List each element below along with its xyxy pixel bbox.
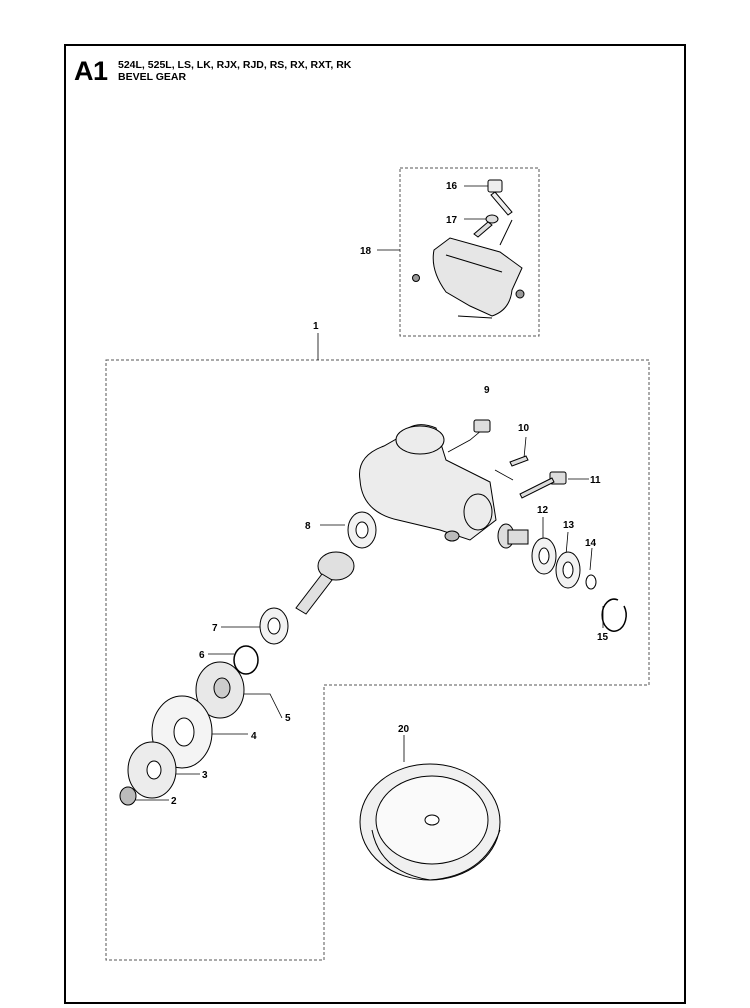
callout-14: 14 — [585, 538, 597, 549]
page-frame — [64, 44, 686, 1004]
assembly-title: BEVEL GEAR — [118, 71, 187, 83]
part-5-shape — [195, 661, 245, 719]
callout-7: 7 — [212, 623, 218, 634]
pinion-shape — [497, 523, 529, 549]
callout-15: 15 — [597, 632, 609, 643]
part-11-shape — [519, 471, 567, 499]
cover-kit-box — [399, 167, 540, 337]
callout-4: 4 — [251, 731, 257, 742]
part-7-shape — [259, 607, 289, 645]
callout-11: 11 — [590, 475, 601, 486]
part-2-shape — [119, 786, 137, 806]
part-13-shape — [555, 551, 581, 589]
part-9-shape — [473, 419, 491, 433]
callout-16: 16 — [446, 181, 458, 192]
gear-housing-shape — [359, 424, 497, 542]
callout-8: 8 — [305, 521, 311, 532]
callout-20: 20 — [398, 724, 410, 735]
part-10-shape — [509, 455, 529, 467]
callout-17: 17 — [446, 215, 458, 226]
part-15-shape — [601, 598, 627, 632]
callout-10: 10 — [518, 423, 530, 434]
callout-3: 3 — [202, 770, 208, 781]
callout-9: 9 — [484, 385, 490, 396]
callout-18: 18 — [360, 246, 372, 257]
callout-6: 6 — [199, 650, 205, 661]
gear-housing-box — [105, 359, 650, 961]
part-18-shape — [412, 219, 525, 319]
part-16-shape — [487, 179, 513, 216]
part-17-shape — [473, 214, 499, 238]
callout-5: 5 — [285, 713, 291, 724]
callout-12: 12 — [537, 505, 549, 516]
part-8-shape — [347, 511, 377, 549]
callout-1: 1 — [313, 321, 319, 332]
part-14-shape — [585, 574, 597, 590]
part-12-shape — [531, 537, 557, 575]
part-6-shape — [233, 645, 259, 675]
callout-2: 2 — [171, 796, 177, 807]
section-code: A1 — [74, 56, 108, 86]
part-20-shape — [359, 763, 501, 881]
part-3-shape — [127, 741, 177, 799]
callout-13: 13 — [563, 520, 575, 531]
model-list: 524L, 525L, LS, LK, RJX, RJD, RS, RX, RX… — [118, 59, 352, 71]
gear-shaft-shape — [295, 551, 355, 615]
